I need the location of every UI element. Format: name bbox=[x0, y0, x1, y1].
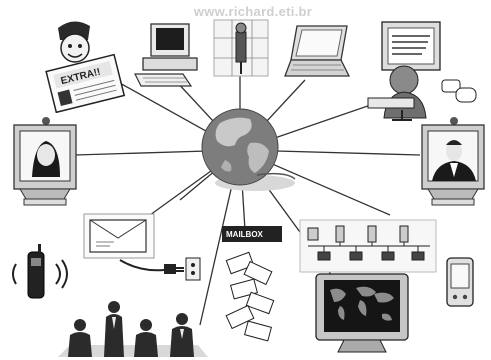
desktop-computer-icon bbox=[134, 23, 198, 87]
handheld-pda-icon bbox=[446, 257, 474, 307]
business-meeting-icon bbox=[58, 301, 208, 357]
laptop-icon bbox=[284, 25, 351, 77]
network-computers-icon bbox=[299, 219, 437, 273]
mailbox-label: MAILBOX bbox=[226, 230, 264, 239]
modem-cable-icon bbox=[83, 213, 201, 281]
globe-icon bbox=[201, 108, 296, 191]
newspaper-reader-icon: EXTRA!! bbox=[45, 21, 126, 113]
mailbox-letters-icon: MAILBOX bbox=[222, 226, 282, 342]
videoconference-monitor-woman-icon bbox=[13, 117, 77, 206]
world-map-monitor-icon bbox=[315, 273, 409, 353]
watermark: www.richard.eti.br bbox=[193, 4, 313, 19]
videoconference-monitor-man-icon bbox=[421, 117, 485, 206]
computer-user-icon bbox=[367, 21, 477, 121]
satellite-icon bbox=[213, 19, 269, 77]
mobile-phone-icon bbox=[12, 244, 68, 299]
